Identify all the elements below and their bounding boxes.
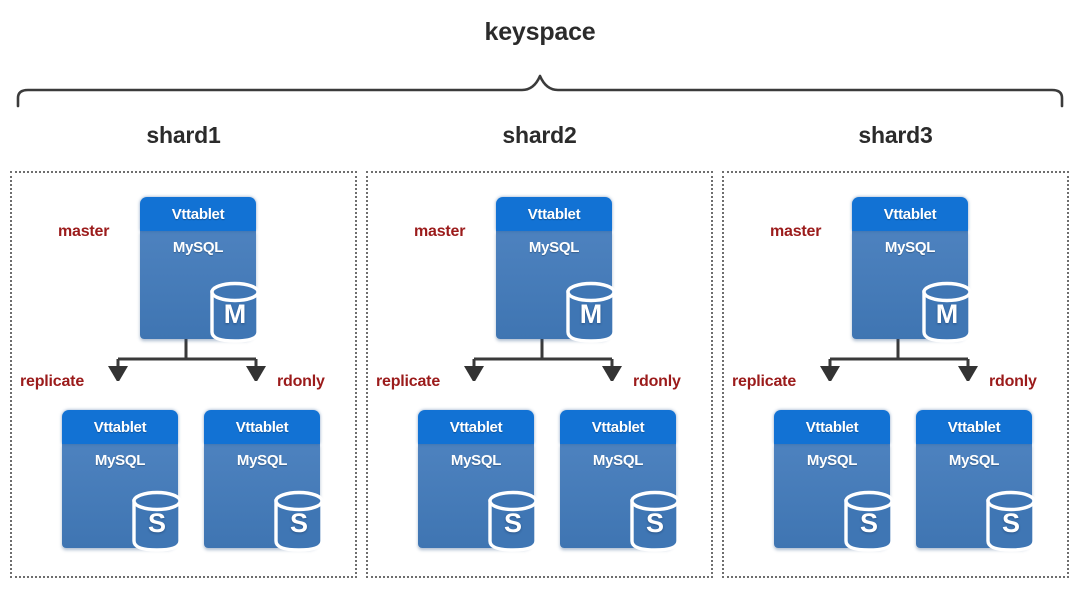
shard-label-shard3: shard3 [858,122,933,148]
shard-label-shard2: shard2 [502,122,577,148]
vttablet-header: Vttablet [852,197,968,231]
vttablet-header: Vttablet [418,410,534,444]
mysql-body: MySQL S [560,444,680,552]
vttablet-label: Vttablet [947,418,1001,436]
vttablet-header: Vttablet [496,197,612,231]
database-cylinder-icon: S [486,490,540,552]
role-label-replicate-shard2: replicate [376,373,441,390]
tablet-node-replicate-shard3[interactable]: Vttablet MySQL S [774,410,894,552]
role-label-master-shard3: master [770,223,822,240]
vttablet-label: Vttablet [449,418,503,436]
tablet-node-replicate-shard1[interactable]: Vttablet MySQL S [62,410,182,552]
vttablet-header: Vttablet [204,410,320,444]
database-cylinder-icon: M [564,281,618,343]
database-cylinder-icon: S [984,490,1038,552]
vttablet-label: Vttablet [805,418,859,436]
replication-connector-shard2 [368,333,711,381]
database-cylinder-icon: S [628,490,682,552]
mysql-body: MySQL S [418,444,538,552]
database-cylinder-icon: M [208,281,262,343]
mysql-label: MySQL [884,239,936,256]
tablet-node-master-shard2[interactable]: Vttablet MySQL M [496,197,616,343]
role-label-replicate-shard3: replicate [732,373,797,390]
mysql-label: MySQL [592,452,644,469]
vttablet-label: Vttablet [591,418,645,436]
shard-container-shard1: master Vttablet MySQL M replicate rdonly [10,171,357,578]
role-label-rdonly-shard1: rdonly [277,373,325,390]
keyspace-brace [0,62,1080,108]
role-label-master-shard2: master [414,223,466,240]
mysql-label: MySQL [94,452,146,469]
tablet-node-replicate-shard2[interactable]: Vttablet MySQL S [418,410,538,552]
vttablet-header: Vttablet [774,410,890,444]
vttablet-label: Vttablet [235,418,289,436]
role-label-replicate-shard1: replicate [20,373,85,390]
keyspace-title: keyspace [484,18,596,46]
mysql-body: MySQL S [62,444,182,552]
vttablet-header: Vttablet [560,410,676,444]
role-label-master-shard1: master [58,223,110,240]
mysql-body: MySQL S [204,444,324,552]
tablet-node-rdonly-shard2[interactable]: Vttablet MySQL S [560,410,680,552]
vttablet-header: Vttablet [916,410,1032,444]
mysql-body: MySQL M [852,231,972,343]
mysql-label: MySQL [528,239,580,256]
shard-label-shard1: shard1 [146,122,221,148]
shard-container-shard2: master Vttablet MySQL M replicate rdonly [366,171,713,578]
mysql-label: MySQL [450,452,502,469]
vttablet-label: Vttablet [93,418,147,436]
vttablet-header: Vttablet [62,410,178,444]
mysql-label: MySQL [948,452,1000,469]
database-cylinder-icon: S [272,490,326,552]
replication-connector-shard1 [12,333,355,381]
vttablet-label: Vttablet [527,205,581,223]
mysql-label: MySQL [172,239,224,256]
mysql-label: MySQL [806,452,858,469]
vttablet-header: Vttablet [140,197,256,231]
mysql-body: MySQL M [496,231,616,343]
database-cylinder-icon: M [920,281,974,343]
tablet-node-rdonly-shard3[interactable]: Vttablet MySQL S [916,410,1036,552]
tablet-node-rdonly-shard1[interactable]: Vttablet MySQL S [204,410,324,552]
role-label-rdonly-shard3: rdonly [989,373,1037,390]
database-cylinder-icon: S [842,490,896,552]
tablet-node-master-shard1[interactable]: Vttablet MySQL M [140,197,260,343]
replication-connector-shard3 [724,333,1067,381]
database-cylinder-icon: S [130,490,184,552]
vttablet-label: Vttablet [883,205,937,223]
mysql-label: MySQL [236,452,288,469]
shard-container-shard3: master Vttablet MySQL M replicate rdonly [722,171,1069,578]
role-label-rdonly-shard2: rdonly [633,373,681,390]
mysql-body: MySQL S [774,444,894,552]
vttablet-label: Vttablet [171,205,225,223]
mysql-body: MySQL M [140,231,260,343]
tablet-node-master-shard3[interactable]: Vttablet MySQL M [852,197,972,343]
mysql-body: MySQL S [916,444,1036,552]
